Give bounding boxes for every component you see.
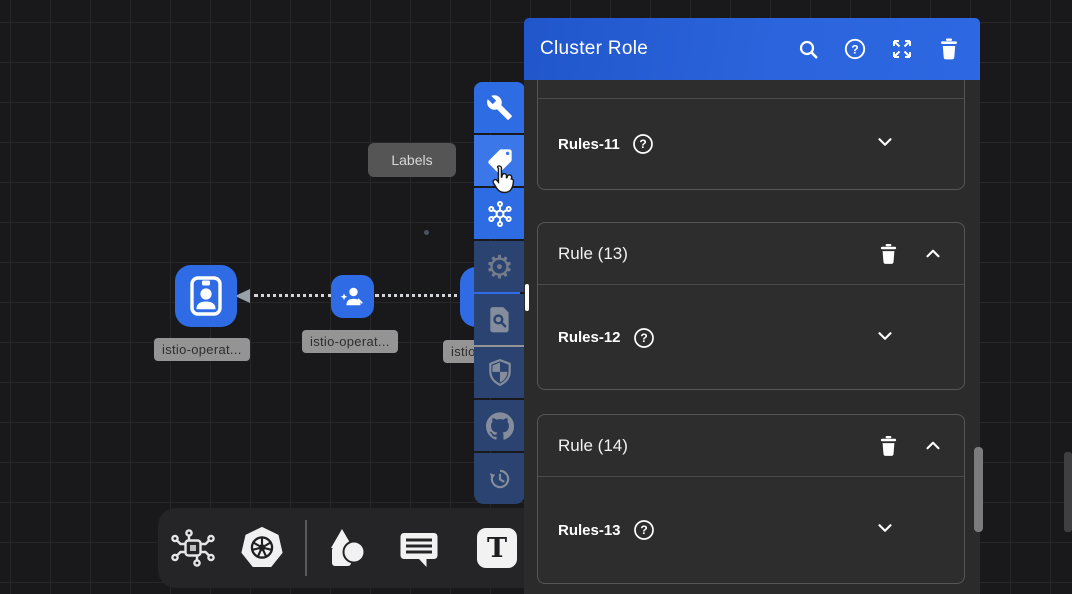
hand-cursor — [492, 165, 515, 194]
help-icon[interactable]: ? — [844, 38, 866, 60]
github-button[interactable] — [474, 400, 525, 451]
svg-text:?: ? — [640, 523, 647, 537]
chevron-down-icon — [878, 138, 892, 146]
rule-card-content: Rules-11 ? — [538, 99, 964, 189]
id-badge-icon — [190, 276, 222, 316]
help-icon[interactable]: ? — [633, 519, 655, 541]
doc-search-button[interactable] — [474, 294, 525, 345]
panel-header: Cluster Role ? — [524, 18, 980, 80]
rules-field-label: Rules-13 — [558, 521, 621, 539]
panel-scrollbar[interactable] — [974, 447, 983, 532]
collapse-rule-button[interactable] — [922, 243, 944, 265]
canvas-dot — [424, 230, 429, 235]
rule-card: Rule (14) Rules-13 ? — [537, 414, 965, 584]
circuit-icon — [171, 529, 215, 567]
rule-card-content: Rules-13 ? — [538, 477, 964, 583]
hub-icon — [487, 200, 512, 227]
tag-icon — [487, 148, 512, 173]
edge-arrowhead — [235, 289, 250, 303]
chevron-up-icon — [926, 441, 940, 449]
panel-title: Cluster Role — [540, 38, 649, 59]
collapse-rule-button[interactable] — [922, 435, 944, 457]
labels-tooltip: Labels — [368, 143, 456, 177]
service-account-icon — [340, 287, 363, 306]
cluster-role-panel: Cluster Role ? — [524, 18, 983, 594]
expand-icon[interactable] — [891, 38, 913, 60]
help-icon[interactable]: ? — [632, 133, 654, 155]
chevron-down-icon — [878, 524, 892, 532]
history-icon — [489, 469, 509, 488]
node-label: istio-operat... — [154, 338, 250, 361]
toolbar-divider — [305, 520, 307, 576]
hub-button[interactable] — [474, 188, 525, 239]
side-toolbar: ⚙ — [474, 82, 525, 504]
history-button[interactable] — [474, 453, 525, 504]
rule-card-header[interactable] — [538, 80, 964, 99]
kubernetes-icon — [241, 526, 283, 567]
expand-rules-button[interactable] — [874, 131, 896, 158]
rule-card-header[interactable]: Rule (13) — [538, 223, 964, 285]
document-search-icon — [489, 306, 509, 332]
comment-icon — [400, 533, 438, 567]
chevron-down-icon — [878, 331, 892, 340]
window-scrollbar[interactable] — [1064, 452, 1072, 532]
shield-icon — [488, 358, 511, 386]
edge-dotted-line — [375, 294, 465, 297]
bottom-toolbar: T — [158, 508, 542, 588]
comment-tool-button[interactable] — [395, 524, 443, 572]
node-service-account[interactable] — [331, 275, 374, 318]
rules-field-label: Rules-12 — [558, 329, 621, 346]
panel-left-scroll-thumb[interactable] — [525, 284, 529, 311]
kubernetes-tool-button[interactable] — [238, 524, 286, 572]
github-icon — [485, 411, 514, 440]
gear-icon: ⚙ — [485, 248, 514, 285]
settings-button[interactable]: ⚙ — [474, 241, 525, 292]
tools-button[interactable] — [474, 82, 525, 133]
rule-card-content: Rules-12 ? — [538, 285, 964, 390]
panel-body[interactable]: Rules-11 ? Rule (13) — [524, 80, 980, 594]
rules-field-label: Rules-11 — [558, 135, 620, 153]
rule-title: Rule (13) — [558, 243, 628, 263]
components-tool-button[interactable] — [169, 524, 217, 572]
shapes-icon — [331, 529, 366, 566]
svg-text:?: ? — [851, 42, 858, 56]
delete-rule-button[interactable] — [879, 435, 898, 457]
shapes-tool-button[interactable] — [321, 524, 369, 572]
edge-dotted-line — [254, 294, 332, 297]
rule-card-header[interactable]: Rule (14) — [538, 415, 964, 477]
help-icon[interactable]: ? — [633, 327, 655, 349]
expand-rules-button[interactable] — [874, 517, 896, 544]
delete-rule-button[interactable] — [879, 243, 898, 265]
search-icon[interactable] — [797, 38, 819, 60]
rule-card: Rules-11 ? — [537, 80, 965, 190]
text-tool-icon: T — [477, 528, 517, 568]
expand-rules-button[interactable] — [874, 324, 896, 351]
security-button[interactable] — [474, 347, 525, 398]
wrench-icon — [487, 95, 512, 120]
trash-icon — [880, 243, 897, 264]
delete-icon[interactable] — [938, 38, 960, 60]
svg-text:?: ? — [639, 137, 646, 151]
trash-icon — [880, 435, 897, 456]
node-label: istio-operat... — [302, 330, 398, 353]
rule-title: Rule (14) — [558, 435, 628, 455]
node-cluster-role[interactable] — [175, 265, 237, 327]
svg-text:?: ? — [640, 331, 647, 345]
rule-card: Rule (13) Rules-12 ? — [537, 222, 965, 390]
chevron-up-icon — [926, 249, 940, 257]
text-tool-button[interactable]: T — [473, 524, 521, 572]
